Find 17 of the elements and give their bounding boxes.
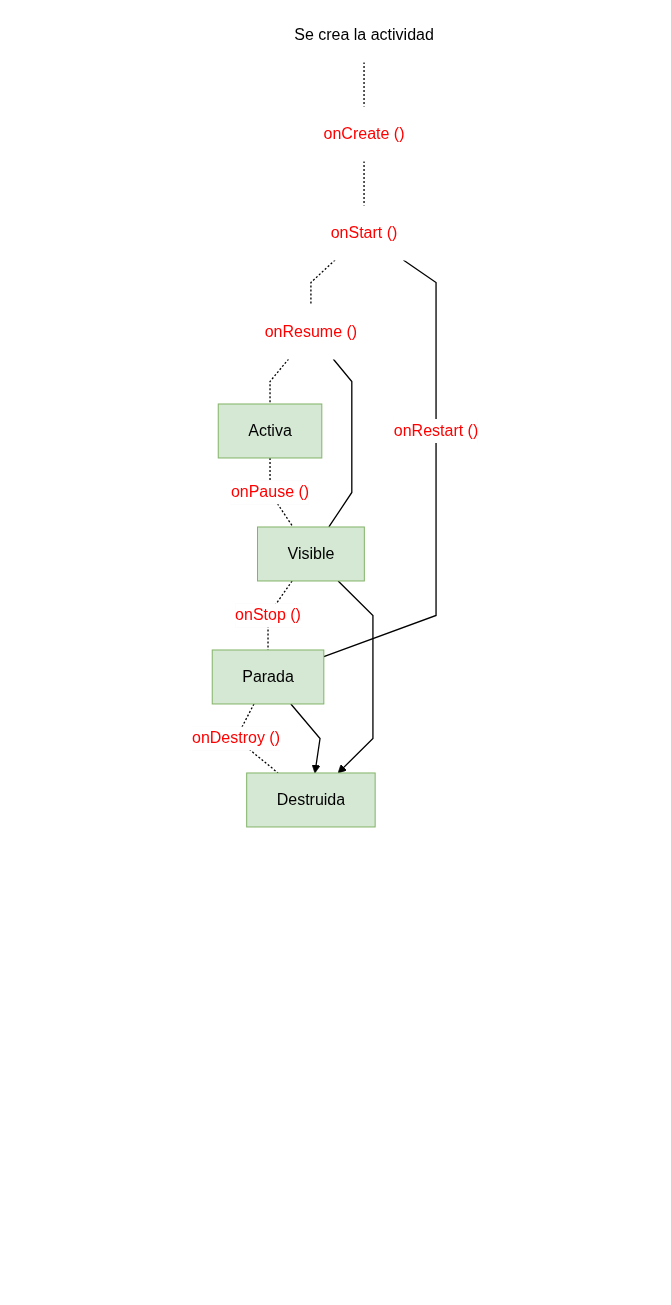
edge-label: onPause () <box>231 483 310 501</box>
connector <box>328 358 353 528</box>
arrow <box>290 703 322 774</box>
connector <box>269 358 290 405</box>
node-box: Destruida <box>246 772 376 828</box>
edge-label: onRestart () <box>394 421 479 439</box>
connector <box>323 259 438 658</box>
node-text: onCreate () <box>323 125 405 142</box>
arrow <box>337 580 374 774</box>
edge-label: onStop () <box>235 606 302 624</box>
node-box: Activa <box>218 403 323 459</box>
edge-label: onDestroy () <box>192 729 281 747</box>
node-text: onResume () <box>265 322 358 340</box>
node-box: Parada <box>212 649 325 705</box>
node-text: onStart () <box>331 223 398 241</box>
node-text: Se crea la actividad <box>294 26 435 43</box>
node-box: Visible <box>257 526 366 582</box>
